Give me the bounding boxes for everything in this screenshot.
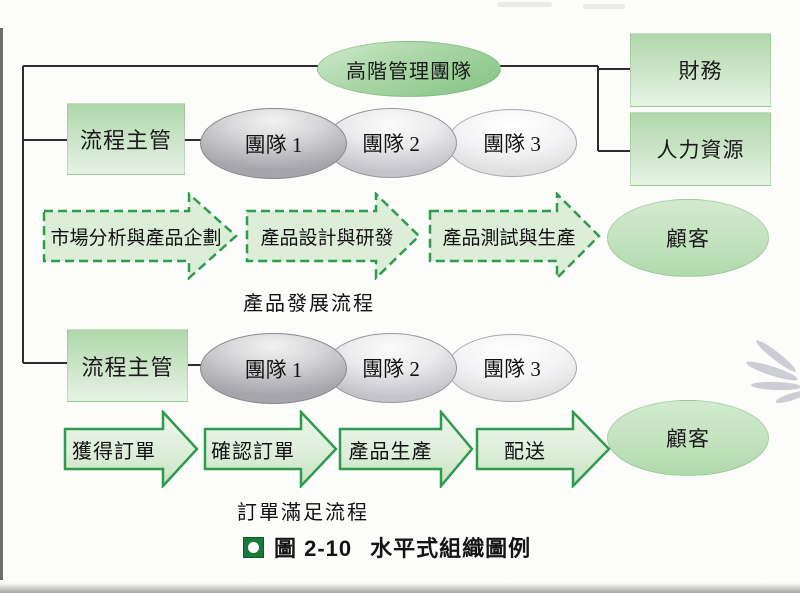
order-step-2-arrow: 確認訂單 [203,410,338,488]
team-3-row2-label: 團隊 3 [483,357,541,381]
scan-smudge [583,4,625,9]
product-step-2-label: 產品設計與研發 [260,227,394,249]
customer-1-label: 顧客 [666,227,710,251]
team-2-row1-label: 團隊 2 [362,132,420,156]
order-step-3-label: 產品生產 [348,440,433,463]
team-3-row2-node: 團隊 3 [447,334,577,402]
order-step-2-label: 確認訂單 [211,440,295,463]
figure-title: 水平式組織圖例 [370,536,532,561]
customer-1-node: 顧客 [607,199,769,277]
order-step-1-label: 獲得訂單 [72,440,156,463]
team-2-row1-node: 團隊 2 [325,108,457,178]
team-1-row1-node: 團隊 1 [200,108,347,179]
figure-number: 圖 2-10 [274,536,353,561]
team-2-row2-label: 團隊 2 [362,357,420,381]
customer-2-label: 顧客 [666,427,710,451]
team-1-row1-label: 團隊 1 [244,132,303,157]
order-step-4-label: 配送 [504,440,546,463]
customer-2-node: 顧客 [607,400,769,476]
finance-node: 財務 [630,33,771,107]
team-1-row2-label: 團隊 1 [244,357,303,382]
team-3-row1-node: 團隊 3 [447,109,577,177]
process-supervisor-1-label: 流程主管 [79,128,172,153]
order-step-4-arrow: 配送 [475,410,611,488]
human-resources-label: 人力資源 [656,138,745,162]
order-flow-label: 訂單滿足流程 [237,502,369,524]
process-supervisor-1-node: 流程主管 [67,103,185,175]
management-team-node: 高階管理團隊 [317,41,501,97]
order-step-3-arrow: 產品生產 [338,410,474,488]
team-2-row2-node: 團隊 2 [325,333,457,403]
scan-edge-left [0,28,3,580]
team-3-row1-label: 團隊 3 [483,132,541,156]
product-step-2-arrow: 產品設計與研發 [245,192,421,280]
figure-caption: 圖 2-10 水平式組織圖例 [243,531,531,563]
team-1-row2-node: 團隊 1 [200,333,347,404]
product-step-1-label: 市場分析與產品企劃 [50,227,222,249]
finance-label: 財務 [678,59,723,83]
human-resources-node: 人力資源 [630,112,771,186]
product-flow-label: 產品發展流程 [243,293,375,315]
scan-edge-bottom [0,583,800,593]
scan-smudge [497,2,552,7]
management-team-label: 高階管理團隊 [346,60,472,83]
caption-bullet-icon [243,536,264,558]
process-supervisor-2-node: 流程主管 [67,329,188,402]
process-supervisor-2-label: 流程主管 [81,354,174,380]
product-step-1-arrow: 市場分析與產品企劃 [42,192,238,280]
product-step-3-label: 產品測試與生產 [442,227,576,249]
product-step-3-arrow: 產品測試與生產 [428,192,601,280]
order-step-1-arrow: 獲得訂單 [63,410,199,488]
